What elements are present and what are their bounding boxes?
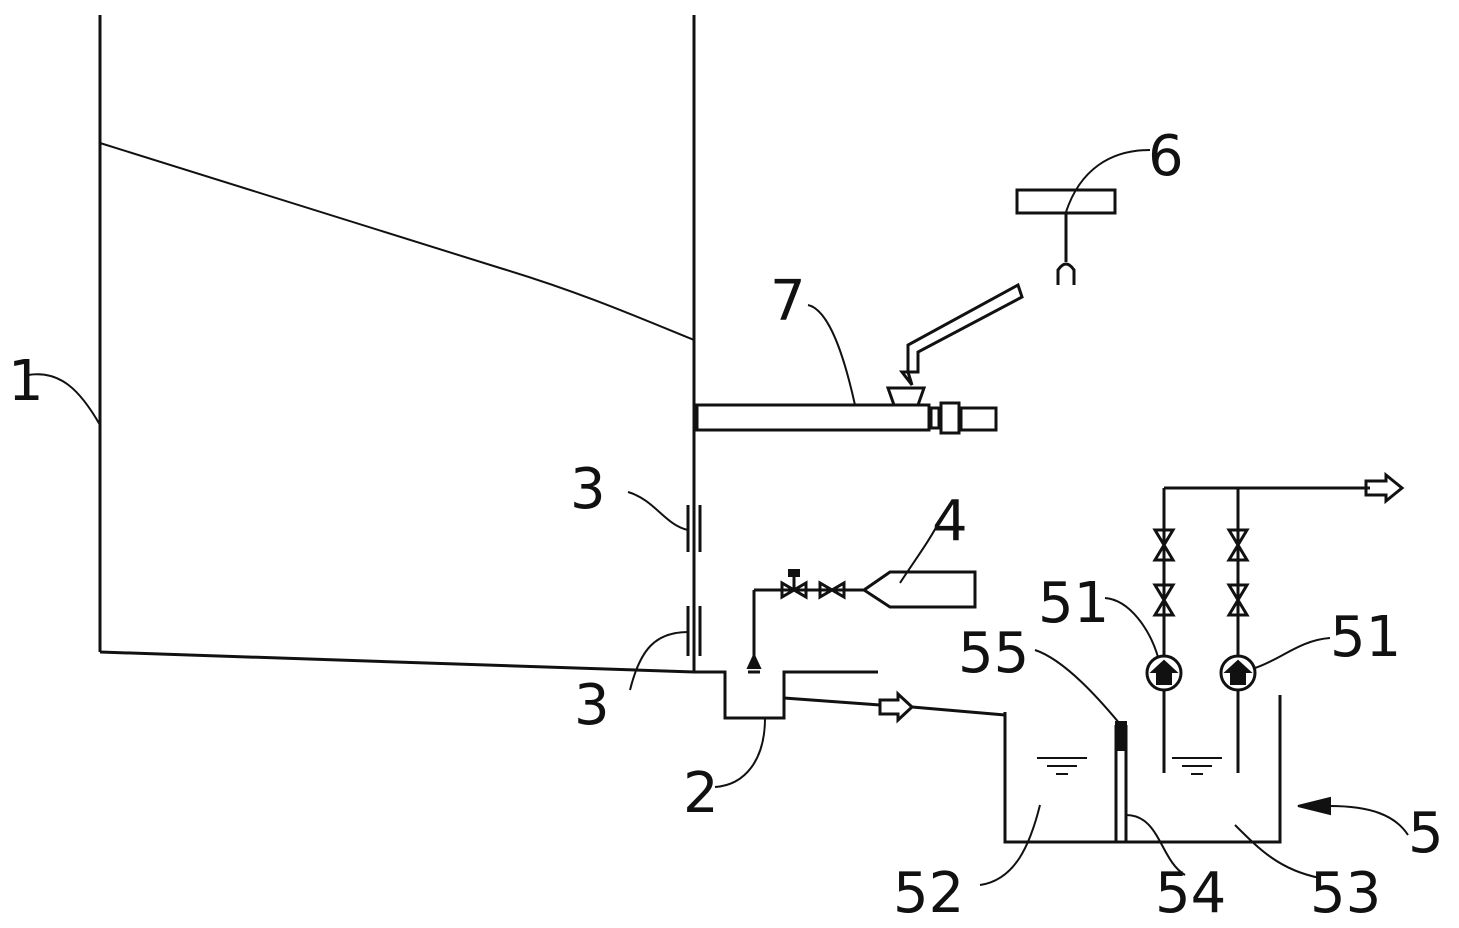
pump-system bbox=[1145, 471, 1405, 773]
leader-51-left bbox=[1104, 597, 1159, 658]
discharge-arrow bbox=[1364, 471, 1405, 505]
label-53: 53 bbox=[1310, 861, 1381, 926]
outlet-pipe-to-tank bbox=[911, 705, 1006, 717]
label-51-right: 51 bbox=[1330, 605, 1401, 670]
label-5: 5 bbox=[1408, 801, 1444, 866]
leader-7 bbox=[807, 304, 856, 406]
leader-5 bbox=[1329, 805, 1409, 836]
leader-2 bbox=[714, 717, 766, 788]
dosing-tank bbox=[861, 570, 977, 609]
material-surface-line bbox=[99, 142, 695, 341]
leader-4 bbox=[899, 519, 941, 584]
leader-3-upper bbox=[627, 491, 689, 531]
label-55: 55 bbox=[958, 621, 1029, 686]
label-52: 52 bbox=[893, 861, 964, 926]
label-3-lower: 3 bbox=[574, 673, 610, 738]
leader-1 bbox=[27, 373, 101, 426]
leader-53 bbox=[1234, 824, 1321, 879]
sump bbox=[694, 670, 881, 720]
leader-54 bbox=[1125, 814, 1186, 876]
settling-tank bbox=[1003, 695, 1282, 844]
outlet-arrow bbox=[878, 690, 915, 724]
label-4: 4 bbox=[932, 489, 968, 554]
screw-conveyor bbox=[695, 386, 998, 435]
dosing-line bbox=[746, 569, 864, 674]
pointer-5-arrowhead bbox=[1297, 796, 1331, 816]
label-2: 2 bbox=[683, 761, 719, 826]
flange-upper bbox=[686, 505, 702, 552]
leader-6 bbox=[1065, 149, 1151, 213]
vessel-bottom bbox=[99, 650, 695, 674]
leader-55 bbox=[1034, 649, 1121, 725]
feed-chute-arrow bbox=[898, 282, 1024, 386]
label-7: 7 bbox=[770, 269, 806, 334]
label-6: 6 bbox=[1148, 124, 1184, 189]
leader-51-right bbox=[1254, 637, 1331, 669]
label-1: 1 bbox=[8, 349, 44, 414]
label-54: 54 bbox=[1155, 861, 1226, 926]
leader-52 bbox=[979, 804, 1041, 886]
label-3-upper: 3 bbox=[570, 457, 606, 522]
hoist bbox=[1015, 188, 1117, 285]
vessel bbox=[98, 15, 696, 674]
leader-3-lower bbox=[629, 631, 689, 691]
label-51-left: 51 bbox=[1038, 571, 1109, 636]
